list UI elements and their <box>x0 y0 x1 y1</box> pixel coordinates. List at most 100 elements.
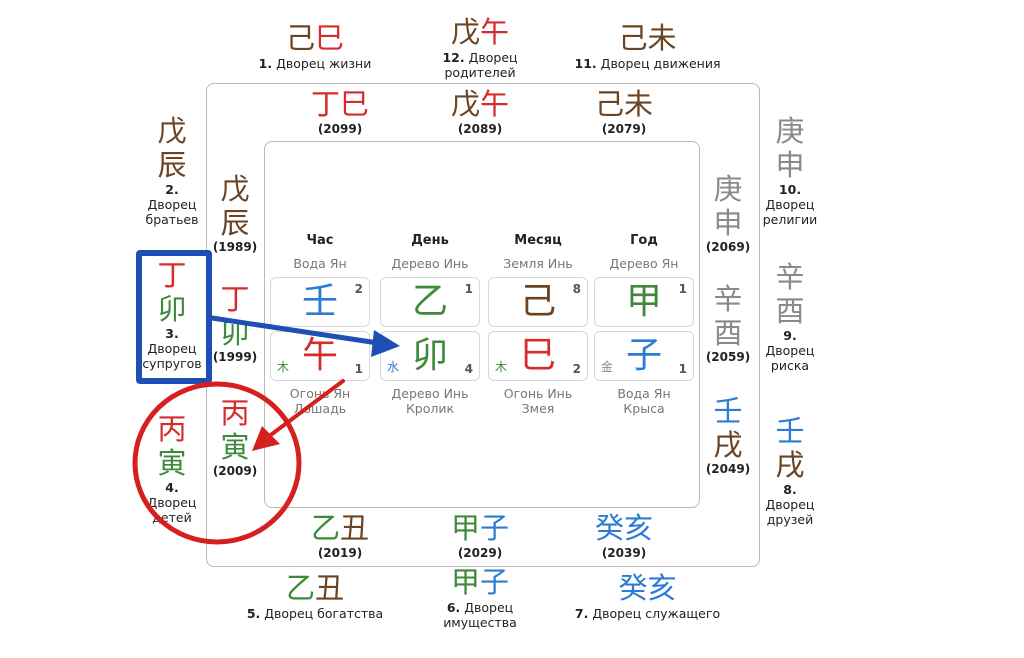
palace-label: 6. Дворец <box>446 600 514 615</box>
luck-year: (2089) <box>457 122 503 136</box>
luck-2099: 丁巳 (2099) <box>290 86 390 137</box>
ganzhi: 甲子 <box>420 564 540 600</box>
branch-caption-month: Огонь Инь Змея <box>488 386 588 416</box>
branch-glyph: 酉 <box>713 316 743 350</box>
ganzhi: 戊午 <box>420 14 540 50</box>
branch-cell-month: 巳 木 2 <box>488 331 588 381</box>
stem-glyph: 癸 <box>618 571 648 605</box>
ganzhi: 壬戌 <box>752 414 828 482</box>
ganzhi: 己巳 <box>230 20 400 56</box>
branch-glyph: 巳 <box>315 21 345 55</box>
palace-11: 己未 11. Дворец движения <box>560 20 735 71</box>
luck-2059: 辛酉 (2059) <box>703 282 753 365</box>
luck-2089: 戊午 (2089) <box>430 86 530 137</box>
palace-10: 庚申 10. Дворец религии <box>752 114 828 227</box>
branch-number: 4 <box>464 362 473 376</box>
blue-arrow-head <box>371 330 400 357</box>
ganzhi: 庚申 <box>752 114 828 182</box>
branch-name: Дерево Инь <box>391 386 469 401</box>
branch-glyph: 午 <box>301 335 338 376</box>
branch-glyph: 申 <box>775 148 805 182</box>
stem-glyph: 壬 <box>775 414 805 448</box>
palace-num: 9. <box>783 328 797 343</box>
stem-cell-month: 己 8 <box>488 277 588 327</box>
branch-glyph: 戌 <box>713 428 743 462</box>
stem-glyph: 庚 <box>713 172 743 206</box>
branch-cell-year: 子 金 1 <box>594 331 694 381</box>
palace-2: 戊辰 2. Дворец братьев <box>134 114 210 227</box>
spouse-highlight-box <box>136 250 212 384</box>
pillar-header-year: Год <box>630 233 658 248</box>
branch-animal: Лошадь <box>293 401 347 416</box>
luck-year: (2079) <box>601 122 647 136</box>
branch-glyph: 子 <box>480 511 510 545</box>
stem-glyph: 己 <box>618 21 648 55</box>
palace-num: 4. <box>165 480 179 495</box>
palace-label: Дворец <box>765 197 815 212</box>
red-arrow-head <box>252 426 280 451</box>
branch-glyph: 卯 <box>157 292 187 326</box>
branch-animal: Кролик <box>405 401 455 416</box>
branch-glyph: 午 <box>480 15 510 49</box>
stem-glyph: 辛 <box>713 282 743 316</box>
palace-num: 8. <box>783 482 797 497</box>
stem-glyph: 辛 <box>775 260 805 294</box>
hidden-element-glyph: 金 <box>601 360 614 374</box>
palace-label-line2: религии <box>762 212 818 227</box>
palace-6: 甲子 6. Дворец имущества <box>420 564 540 630</box>
branch-caption-hour: Огонь Ян Лошадь <box>270 386 370 416</box>
ganzhi: 丙寅 <box>134 412 210 480</box>
branch-number: 1 <box>678 362 687 376</box>
palace-label: 12. Дворец <box>442 50 518 65</box>
branch-name: Огонь Ян <box>289 386 351 401</box>
branch-cell-day: 卯 水 4 <box>380 331 480 381</box>
stem-glyph: 壬 <box>713 394 743 428</box>
pillar-header-day: День <box>411 233 449 248</box>
stem-glyph: 戊 <box>450 15 480 49</box>
branch-glyph: 申 <box>713 206 743 240</box>
branch-cell-hour: 午 木 1 <box>270 331 370 381</box>
stem-number: 1 <box>678 282 687 296</box>
palace-3: 丁卯 3. Дворец супругов <box>134 258 210 371</box>
stem-glyph: 戊 <box>157 114 187 148</box>
palace-label-line2: риска <box>770 358 810 373</box>
luck-year: (1999) <box>212 350 258 364</box>
branch-glyph: 巳 <box>340 87 370 121</box>
palace-label-line2: друзей <box>766 512 814 527</box>
branch-glyph: 子 <box>480 565 510 599</box>
luck-year: (2039) <box>601 546 647 560</box>
luck-2019: 乙丑 (2019) <box>290 510 390 561</box>
branch-glyph: 辰 <box>220 206 250 240</box>
stem-cell-day: 乙 1 <box>380 277 480 327</box>
branch-glyph: 子 <box>625 335 662 376</box>
palace-label: Дворец <box>147 341 197 356</box>
palace-9: 辛酉 9. Дворец риска <box>752 260 828 373</box>
stem-glyph: 己 <box>285 21 315 55</box>
pillar-header-month: Месяц <box>514 233 562 248</box>
palace-7: 癸亥 7. Дворец служащего <box>560 570 735 621</box>
stem-glyph: 丙 <box>220 396 250 430</box>
palace-label-line2: братьев <box>145 212 199 227</box>
palace-5: 乙丑 5. Дворец богатства <box>230 570 400 621</box>
branch-glyph: 巳 <box>519 335 556 376</box>
pillar-header-hour: Час <box>306 233 334 248</box>
palace-num: 2. <box>165 182 179 197</box>
hidden-element-glyph: 木 <box>495 360 508 374</box>
palace-num: 3. <box>165 326 179 341</box>
palace-12: 戊午 12. Дворец родителей <box>420 14 540 80</box>
stem-number: 8 <box>572 282 581 296</box>
palace-label-line2: имущества <box>443 615 517 630</box>
stem-cell-year: 甲 1 <box>594 277 694 327</box>
stem-glyph: 癸 <box>594 511 624 545</box>
luck-year: (2069) <box>705 240 751 254</box>
stem-glyph: 甲 <box>450 511 480 545</box>
palace-8: 壬戌 8. Дворец друзей <box>752 414 828 527</box>
stem-glyph: 壬 <box>301 281 338 322</box>
luck-2039: 癸亥 (2039) <box>574 510 674 561</box>
branch-glyph: 寅 <box>220 430 250 464</box>
ganzhi: 乙丑 <box>230 570 400 606</box>
palace-label: Дворец <box>147 495 197 510</box>
luck-year: (1989) <box>212 240 258 254</box>
stem-glyph: 甲 <box>625 281 662 322</box>
